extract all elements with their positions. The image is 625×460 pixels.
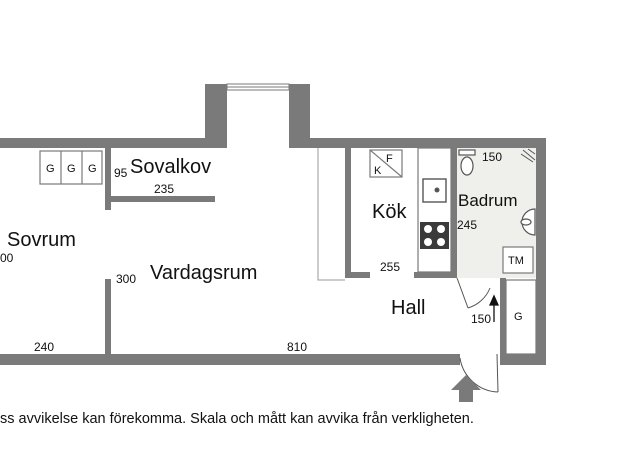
exterior-walls bbox=[0, 84, 546, 365]
bathroom-door bbox=[456, 277, 491, 309]
dimension-sovrum-width: 240 bbox=[34, 340, 54, 354]
window-top bbox=[226, 83, 290, 91]
hall-closet-label: G bbox=[514, 311, 523, 323]
stove-icon bbox=[420, 222, 449, 249]
room-label-vardagsrum: Vardagsrum bbox=[150, 262, 257, 284]
room-label-badrum: Badrum bbox=[458, 191, 518, 210]
entrance-door bbox=[459, 353, 499, 393]
wardrobes bbox=[39, 150, 103, 185]
dimension-badrum-height: 245 bbox=[457, 218, 477, 232]
dimension-total-width: 810 bbox=[287, 340, 307, 354]
floor-plan: Sovalkov Sovrum Vardagsrum Kök Badrum Ha… bbox=[0, 83, 546, 402]
interior-walls bbox=[105, 148, 506, 354]
wardrobe-label-2: G bbox=[67, 163, 76, 175]
kitchen-counter bbox=[417, 147, 452, 273]
hall-closet bbox=[505, 279, 537, 355]
fridge-freezer bbox=[369, 149, 403, 178]
washing-machine bbox=[502, 246, 534, 274]
room-label-sovrum: Sovrum bbox=[7, 229, 76, 251]
freezer-label: K bbox=[374, 165, 382, 177]
disclaimer-text: ss avvikelse kan förekomma. Skala och må… bbox=[0, 411, 474, 427]
room-label-hall: Hall bbox=[391, 297, 425, 319]
toilet-icon bbox=[458, 149, 476, 176]
wardrobe-label-1: G bbox=[46, 163, 55, 175]
dimension-sovalkov-height: 95 bbox=[114, 166, 128, 180]
closet-outline bbox=[317, 148, 345, 281]
washbasin-icon bbox=[520, 208, 536, 236]
room-label-kok: Kök bbox=[372, 201, 407, 223]
dimension-hall-width: 150 bbox=[471, 312, 491, 326]
entrance-arrow-icon bbox=[451, 375, 481, 402]
hall-arrow-icon bbox=[488, 294, 500, 322]
room-label-sovalkov: Sovalkov bbox=[130, 156, 211, 178]
dimension-kok-width: 255 bbox=[380, 260, 400, 274]
dimension-sovalkov-width: 235 bbox=[154, 182, 174, 196]
washing-machine-label: TM bbox=[508, 255, 524, 267]
fridge-label: F bbox=[386, 153, 393, 165]
sink-icon bbox=[422, 178, 447, 203]
wardrobe-label-3: G bbox=[88, 163, 97, 175]
dimension-badrum-width: 150 bbox=[482, 150, 502, 164]
dimension-vardagsrum-height: 300 bbox=[116, 272, 136, 286]
shower-icon bbox=[520, 148, 536, 163]
dimension-sovrum-partial: 00 bbox=[0, 251, 14, 265]
